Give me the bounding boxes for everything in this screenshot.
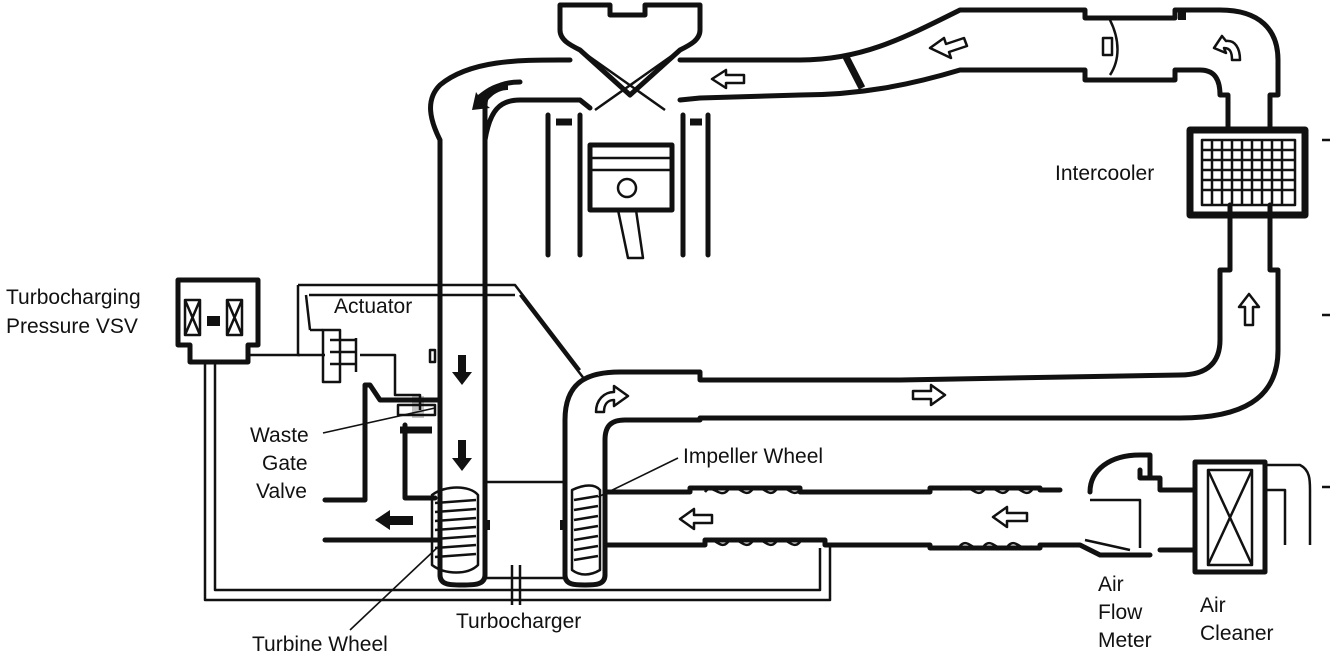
arrow-turbine-down-2 <box>452 440 472 471</box>
label-turbine-wheel: Turbine Wheel <box>252 633 388 656</box>
label-intercooler: Intercooler <box>1055 162 1154 185</box>
label-turbocharger: Turbocharger <box>456 610 581 633</box>
turbocharging-pressure-vsv <box>175 277 832 602</box>
arrow-up <box>1237 292 1261 327</box>
label-waste-gate-line3: Valve <box>256 480 307 503</box>
arrow-top-curve <box>1212 34 1242 62</box>
exhaust-manifold <box>428 57 593 403</box>
flow-arrows <box>375 34 1261 531</box>
arrow-manifold-left <box>928 36 969 60</box>
actuator <box>296 283 586 410</box>
compressor-housing <box>562 202 1281 588</box>
arrow-exhaust-left <box>375 510 413 530</box>
intercooler-grid <box>1200 138 1297 207</box>
intake-manifold <box>677 7 1281 133</box>
arrow-turbine-down-1 <box>452 355 472 385</box>
arrow-right <box>911 383 947 407</box>
turbocharger-center <box>485 480 565 605</box>
arrow-manifold-curve <box>472 82 508 110</box>
label-air-flow-meter-line1: Air <box>1098 573 1124 596</box>
air-cleaner <box>1192 459 1312 575</box>
arrow-compressor-curve <box>594 384 630 414</box>
edge-ticks <box>1322 138 1330 489</box>
label-air-cleaner-line2: Cleaner <box>1200 622 1274 645</box>
turbine-wheel <box>430 486 480 574</box>
label-vsv-line1: Turbocharging <box>6 286 141 309</box>
intercooler <box>1186 126 1309 219</box>
label-vsv-line2: Pressure VSV <box>6 315 138 338</box>
air-flow-meter <box>1057 452 1153 558</box>
label-waste-gate-line2: Gate <box>262 452 308 475</box>
label-air-cleaner-line1: Air <box>1200 594 1226 617</box>
label-air-flow-meter-line3: Meter <box>1098 629 1152 652</box>
arrow-intake-left-2 <box>991 505 1029 529</box>
turbine-housing <box>322 79 523 588</box>
label-impeller-wheel: Impeller Wheel <box>683 445 823 468</box>
label-air-flow-meter-line2: Flow <box>1098 601 1143 624</box>
intake-pipe <box>602 467 1198 553</box>
impeller-wheel <box>570 484 602 576</box>
arrow-intercooler-out <box>710 68 746 90</box>
engine-cylinder <box>545 2 711 260</box>
arrow-intake-left-1 <box>678 507 714 531</box>
label-waste-gate-line1: Waste <box>250 424 309 447</box>
leader-lines <box>322 407 679 631</box>
label-actuator: Actuator <box>334 295 412 318</box>
